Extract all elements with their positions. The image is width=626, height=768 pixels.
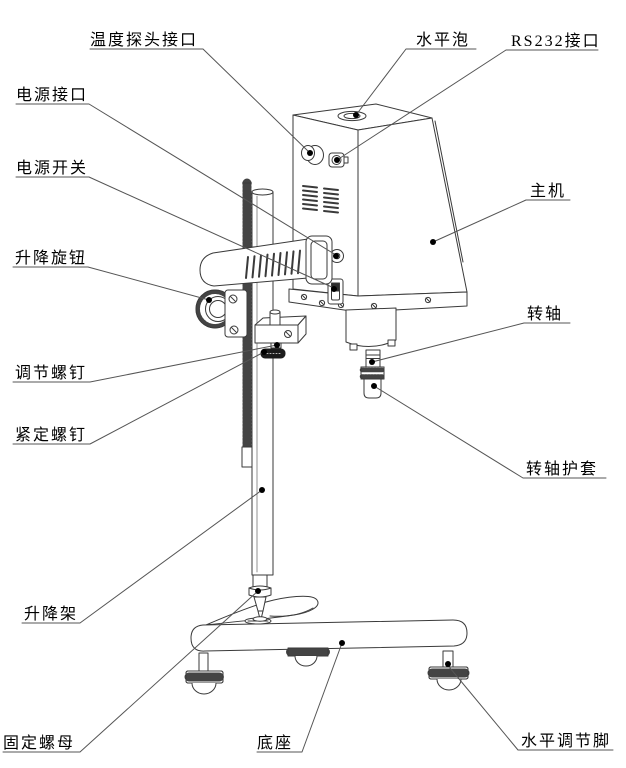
- level-bubble-part: [337, 110, 367, 122]
- support-arm: [199, 235, 333, 287]
- vent-grille: [302, 185, 339, 214]
- tip-flange: [252, 616, 268, 622]
- label-power-switch: 电源开关: [16, 159, 88, 177]
- label-main-unit: 主机: [530, 182, 566, 200]
- callout-leveling-foot: [445, 661, 614, 751]
- callout-lifting-stand: [21, 487, 265, 624]
- callouts: [2, 48, 614, 753]
- callout-power-port: [15, 103, 339, 259]
- callout-main-unit: [430, 199, 571, 245]
- set-screw-part: [260, 348, 286, 359]
- rear-foot: [286, 647, 330, 667]
- motor-neck: [345, 307, 397, 347]
- callout-rs232-port: [334, 49, 599, 163]
- lifting-column: [248, 188, 274, 622]
- label-power-port: 电源接口: [16, 86, 88, 104]
- base-lobe-crease: [269, 607, 314, 617]
- carriage-plate: [224, 289, 248, 338]
- label-rotating-shaft: 转轴: [527, 305, 563, 323]
- callout-base: [256, 640, 345, 753]
- base-slab: [190, 619, 468, 652]
- label-level-bubble: 水平泡: [416, 31, 470, 49]
- column-lower-tube: [252, 574, 268, 588]
- right-foot: [427, 650, 470, 691]
- callout-power-switch: [15, 176, 337, 292]
- callout-set-screw: [12, 349, 267, 445]
- arm-grip-hatching: [245, 249, 301, 279]
- callout-shaft-sleeve: [371, 383, 607, 479]
- label-temp-probe-port: 温度探头接口: [90, 31, 198, 49]
- callout-level-bubble: [353, 48, 477, 118]
- label-fixing-nut: 固定螺母: [3, 734, 75, 752]
- callout-rotating-shaft: [369, 322, 571, 365]
- label-leveling-foot: 水平调节脚: [521, 732, 611, 750]
- left-foot: [184, 652, 225, 695]
- label-shaft-sleeve: 转轴护套: [526, 460, 598, 478]
- label-base: 底座: [257, 734, 293, 752]
- label-set-screw: 紧定螺钉: [15, 426, 87, 444]
- callout-adjusting-screw: [12, 342, 280, 383]
- callout-fixing-nut: [2, 588, 261, 753]
- housing-edge-highlight: [434, 120, 464, 263]
- callout-labels: 温度探头接口 水平泡 RS232接口 电源接口 电源开关 升降旋钮 调节螺钉 紧…: [3, 31, 611, 752]
- base-assembly: [184, 595, 470, 695]
- label-lifting-stand: 升降架: [24, 605, 78, 623]
- label-adjusting-screw: 调节螺钉: [15, 364, 87, 382]
- shaft-coupling: [359, 366, 386, 380]
- housing-front-face: [357, 117, 468, 297]
- spindle-assembly: [345, 307, 397, 399]
- callout-temp-probe-port: [89, 48, 313, 156]
- callout-lift-knob: [12, 266, 212, 303]
- label-lift-knob: 升降旋钮: [15, 249, 87, 267]
- label-rs232-port: RS232接口: [511, 32, 601, 50]
